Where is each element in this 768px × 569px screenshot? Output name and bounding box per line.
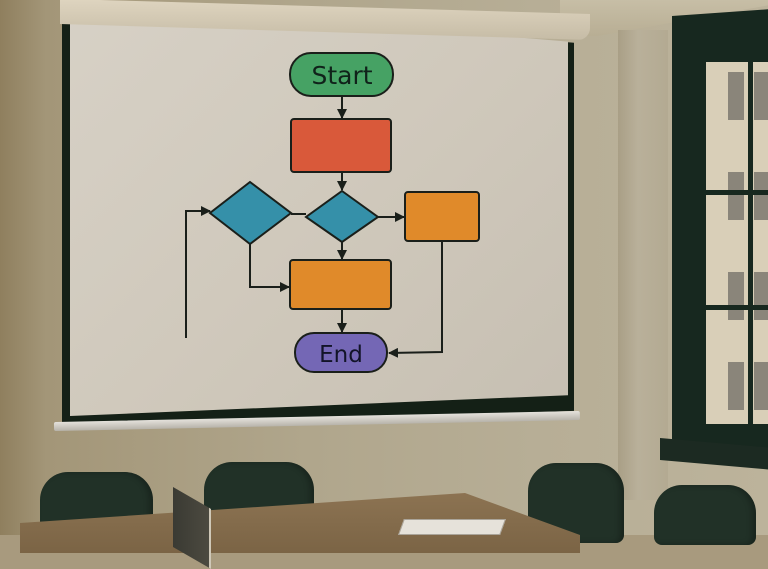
process-node-mid — [289, 259, 392, 310]
flowchart-diagram: Start End — [201, 52, 480, 373]
decision-node-left — [208, 180, 293, 246]
wall-pillar — [618, 30, 668, 500]
process-node-1 — [290, 118, 392, 173]
window-mullion — [704, 190, 768, 195]
window-mullion — [704, 305, 768, 310]
decision-node-right — [304, 189, 380, 244]
end-label: End — [319, 342, 363, 368]
end-node: End — [294, 332, 388, 373]
window-glass — [706, 62, 768, 424]
tablet — [398, 519, 506, 535]
start-node: Start — [289, 52, 394, 97]
chair — [654, 485, 756, 545]
start-label: Start — [311, 61, 372, 90]
process-node-right — [404, 191, 480, 242]
window-mullion — [748, 58, 753, 428]
